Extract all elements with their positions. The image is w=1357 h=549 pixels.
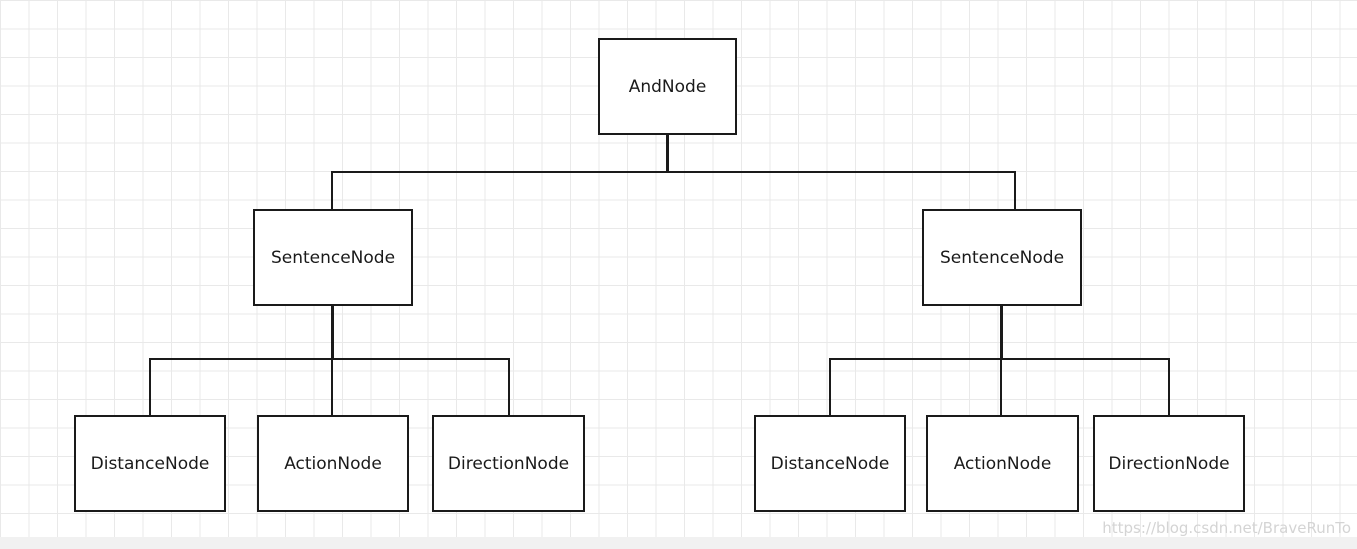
connector-right-child-1 bbox=[829, 358, 831, 416]
node-direction-left-label: DirectionNode bbox=[447, 453, 570, 474]
connector-left-sentence-down bbox=[331, 304, 334, 359]
node-distance-left: DistanceNode bbox=[74, 415, 226, 512]
node-action-right: ActionNode bbox=[926, 415, 1079, 512]
node-sentence-right-label: SentenceNode bbox=[939, 247, 1065, 268]
node-sentence-left: SentenceNode bbox=[253, 209, 413, 306]
watermark-text: https://blog.csdn.net/BraveRunTo bbox=[1102, 519, 1351, 537]
node-distance-right-label: DistanceNode bbox=[770, 453, 890, 474]
connector-root-down bbox=[666, 133, 669, 172]
connector-left-child-2 bbox=[331, 358, 333, 416]
node-distance-right: DistanceNode bbox=[754, 415, 906, 512]
connector-left-child-1 bbox=[149, 358, 151, 416]
bottom-strip bbox=[0, 537, 1357, 549]
node-and-label: AndNode bbox=[628, 76, 707, 97]
connector-to-left-sentence bbox=[331, 171, 333, 210]
connector-left-child-3 bbox=[508, 358, 510, 416]
node-action-left: ActionNode bbox=[257, 415, 409, 512]
node-direction-right: DirectionNode bbox=[1093, 415, 1245, 512]
connector-root-bus bbox=[331, 171, 1016, 173]
connector-right-child-2 bbox=[1000, 358, 1002, 416]
connector-right-child-3 bbox=[1168, 358, 1170, 416]
connector-right-sentence-down bbox=[1000, 304, 1003, 359]
node-sentence-left-label: SentenceNode bbox=[270, 247, 396, 268]
connector-to-right-sentence bbox=[1014, 171, 1016, 210]
connector-right-bus bbox=[829, 358, 1170, 360]
node-direction-left: DirectionNode bbox=[432, 415, 585, 512]
node-direction-right-label: DirectionNode bbox=[1108, 453, 1230, 474]
node-action-right-label: ActionNode bbox=[953, 453, 1052, 474]
connector-left-bus bbox=[149, 358, 510, 360]
node-sentence-right: SentenceNode bbox=[922, 209, 1082, 306]
node-and: AndNode bbox=[598, 38, 737, 135]
node-distance-left-label: DistanceNode bbox=[90, 453, 210, 474]
node-action-left-label: ActionNode bbox=[284, 453, 382, 474]
